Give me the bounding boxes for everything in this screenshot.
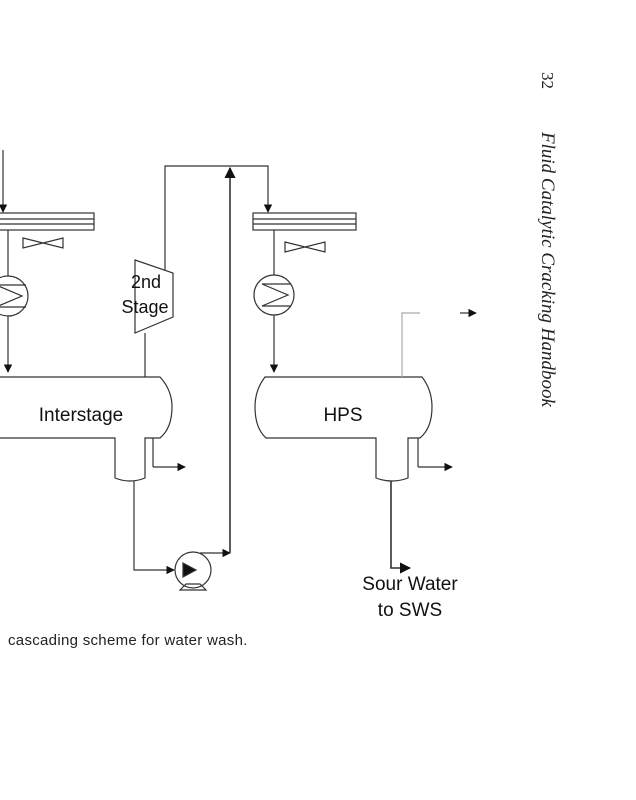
pump-icon xyxy=(174,551,212,591)
sour-water-label-line2: to SWS xyxy=(378,600,442,621)
interstage-water-line xyxy=(133,481,175,575)
left-fan-icon xyxy=(22,237,64,249)
right-air-cooler xyxy=(252,212,357,231)
sour-water-label-line1: Sour Water xyxy=(362,574,458,595)
running-header-title: Fluid Catalytic Cracking Handbook xyxy=(537,131,558,408)
compressor-label-line1: 2nd xyxy=(131,272,161,292)
interstage-drum xyxy=(0,376,173,482)
figure-caption: cascading scheme for water wash. xyxy=(8,632,248,649)
hps-drum xyxy=(254,376,433,482)
compressor-label-line2: Stage xyxy=(121,297,168,317)
sour-water-line xyxy=(390,481,412,574)
left-air-cooler xyxy=(0,212,95,231)
page-number: 32 xyxy=(538,72,557,89)
hps-vapor-line xyxy=(401,312,420,377)
right-heat-exchanger-icon xyxy=(253,274,295,316)
right-fan-icon xyxy=(284,241,326,253)
compressor-discharge-line xyxy=(164,165,273,270)
left-heat-exchanger-icon xyxy=(0,275,29,317)
interstage-drum-label: Interstage xyxy=(39,405,124,426)
second-stage-compressor xyxy=(134,259,174,334)
hps-drum-label: HPS xyxy=(323,405,362,426)
